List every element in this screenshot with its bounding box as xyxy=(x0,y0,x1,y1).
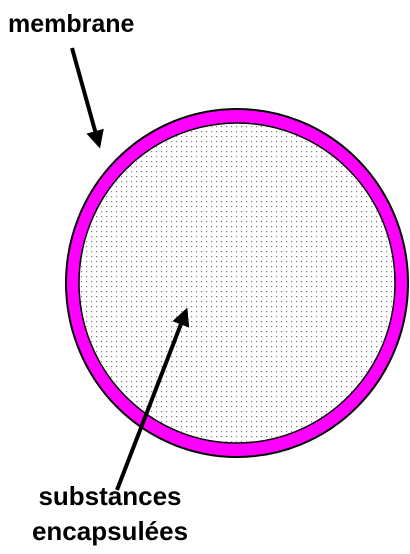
membrane-arrow xyxy=(72,48,99,145)
membrane-label: membrane xyxy=(8,10,135,38)
substances-label-line1: substances xyxy=(38,481,181,511)
encapsulated-core-dots xyxy=(80,124,394,442)
substances-label-line2: encapsulées xyxy=(32,516,188,546)
